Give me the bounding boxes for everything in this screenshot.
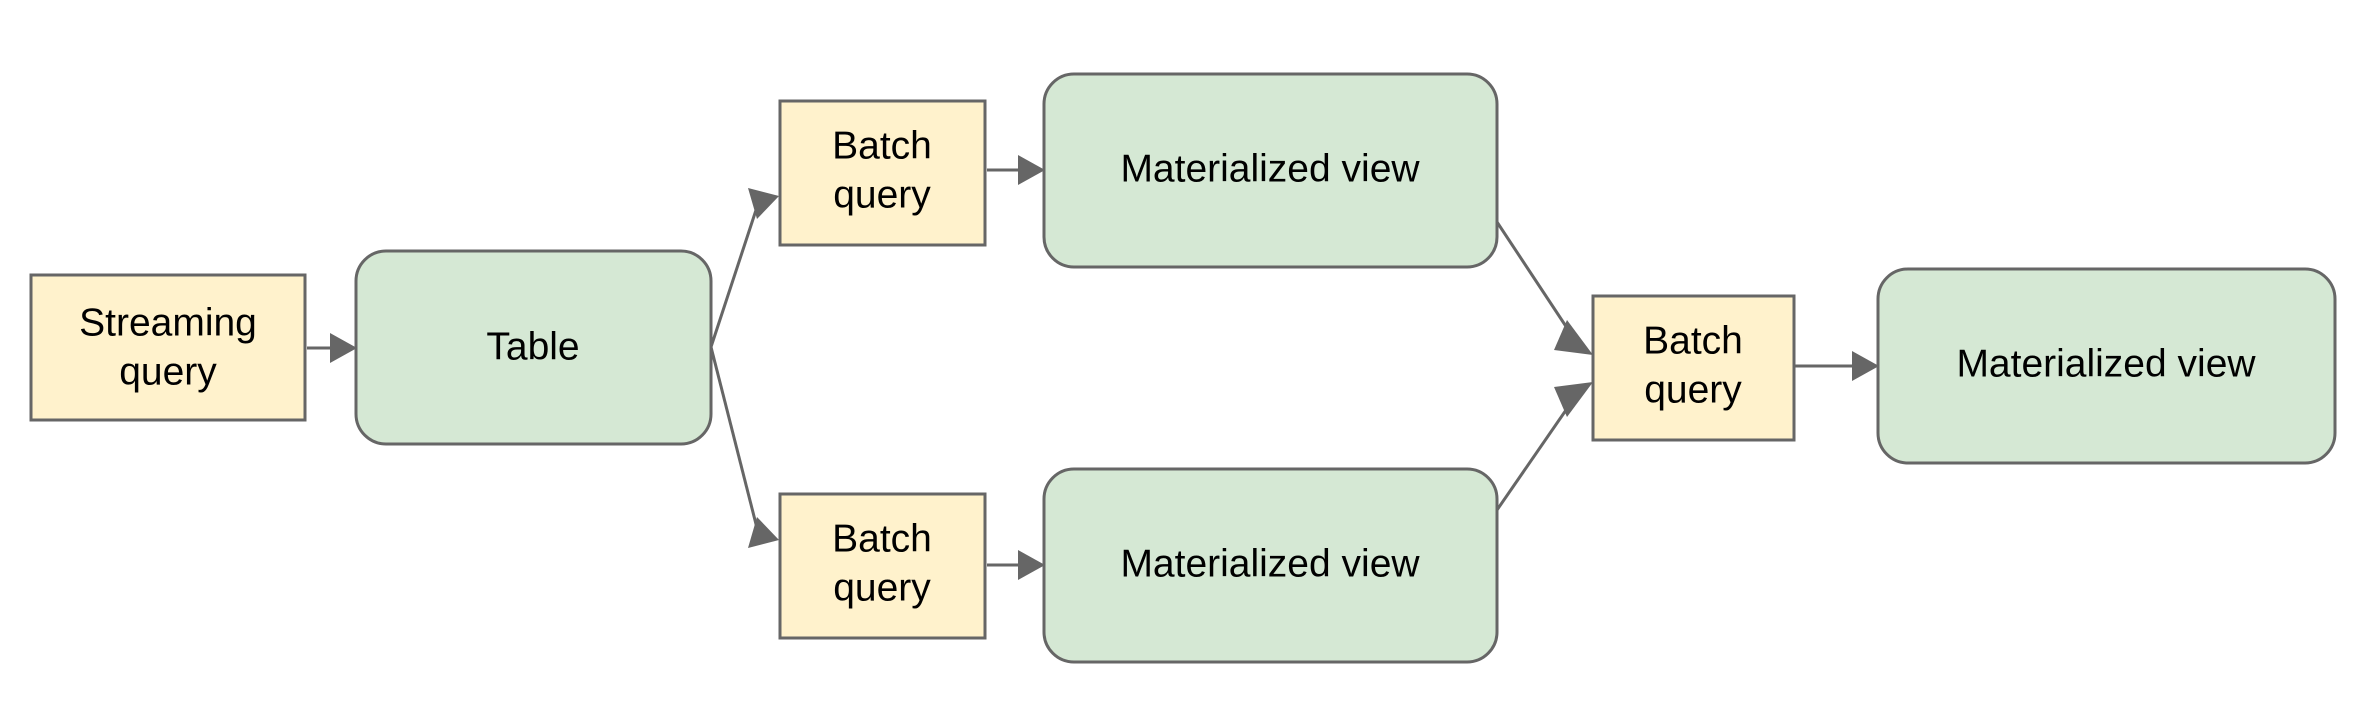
edge-table-to-batch-top xyxy=(709,188,779,348)
node-materialized-view-right[interactable]: Materialized view xyxy=(1876,267,2337,465)
arrowhead-icon xyxy=(330,333,357,363)
node-streaming-query[interactable]: Streaming query xyxy=(29,273,307,422)
node-streaming-query-label-line2: query xyxy=(119,350,217,393)
edge-batch-top-to-mv-top xyxy=(987,155,1045,185)
node-materialized-view-right-label-line1: Materialized view xyxy=(1956,342,2256,385)
node-table[interactable]: Table xyxy=(354,249,713,446)
edge-batch-center-to-mv-right xyxy=(1795,351,1879,381)
edge-line xyxy=(709,203,760,348)
edge-mv-bottom-to-batch-center xyxy=(1495,382,1593,511)
node-materialized-view-top[interactable]: Materialized view xyxy=(1042,72,1499,269)
node-streaming-query-shape[interactable] xyxy=(29,273,307,422)
node-batch-query-bottom-shape[interactable] xyxy=(778,492,987,640)
node-batch-query-center-shape[interactable] xyxy=(1591,294,1796,442)
edge-line xyxy=(1495,396,1577,511)
arrowhead-icon xyxy=(1554,382,1593,417)
node-materialized-view-right-shape[interactable] xyxy=(1876,267,2337,465)
node-streaming-query-label-line1: Streaming xyxy=(79,301,257,344)
node-batch-query-top-label-line1: Batch xyxy=(832,124,932,167)
node-materialized-view-bottom-shape[interactable] xyxy=(1042,467,1499,664)
node-batch-query-bottom-label-line1: Batch xyxy=(832,517,932,560)
node-materialized-view-top-label-line1: Materialized view xyxy=(1120,147,1420,190)
node-batch-query-center-label-line2: query xyxy=(1644,368,1742,411)
node-batch-query-center[interactable]: Batch query xyxy=(1591,294,1796,442)
arrowhead-icon xyxy=(748,188,779,219)
node-materialized-view-top-shape[interactable] xyxy=(1042,72,1499,269)
edge-line xyxy=(1495,221,1577,341)
edge-table-to-batch-bottom xyxy=(709,346,779,548)
edge-batch-bottom-to-mv-bottom xyxy=(987,550,1045,580)
node-batch-query-center-label-line1: Batch xyxy=(1643,319,1743,362)
arrowhead-icon xyxy=(1018,550,1045,580)
node-batch-query-top-label-line2: query xyxy=(833,173,931,216)
node-materialized-view-bottom[interactable]: Materialized view xyxy=(1042,467,1499,664)
node-batch-query-bottom-label-line2: query xyxy=(833,566,931,609)
arrowhead-icon xyxy=(748,517,779,548)
edge-streaming-to-table xyxy=(307,333,357,363)
arrowhead-icon xyxy=(1554,320,1593,355)
node-batch-query-top[interactable]: Batch query xyxy=(778,99,987,247)
node-materialized-view-bottom-label-line1: Materialized view xyxy=(1120,542,1420,585)
node-table-shape[interactable] xyxy=(354,249,713,446)
edge-mv-top-to-batch-center xyxy=(1495,221,1593,355)
node-batch-query-bottom[interactable]: Batch query xyxy=(778,492,987,640)
node-table-label-line1: Table xyxy=(486,325,579,368)
edge-line xyxy=(709,346,760,533)
arrowhead-icon xyxy=(1852,351,1879,381)
node-batch-query-top-shape[interactable] xyxy=(778,99,987,247)
arrowhead-icon xyxy=(1018,155,1045,185)
